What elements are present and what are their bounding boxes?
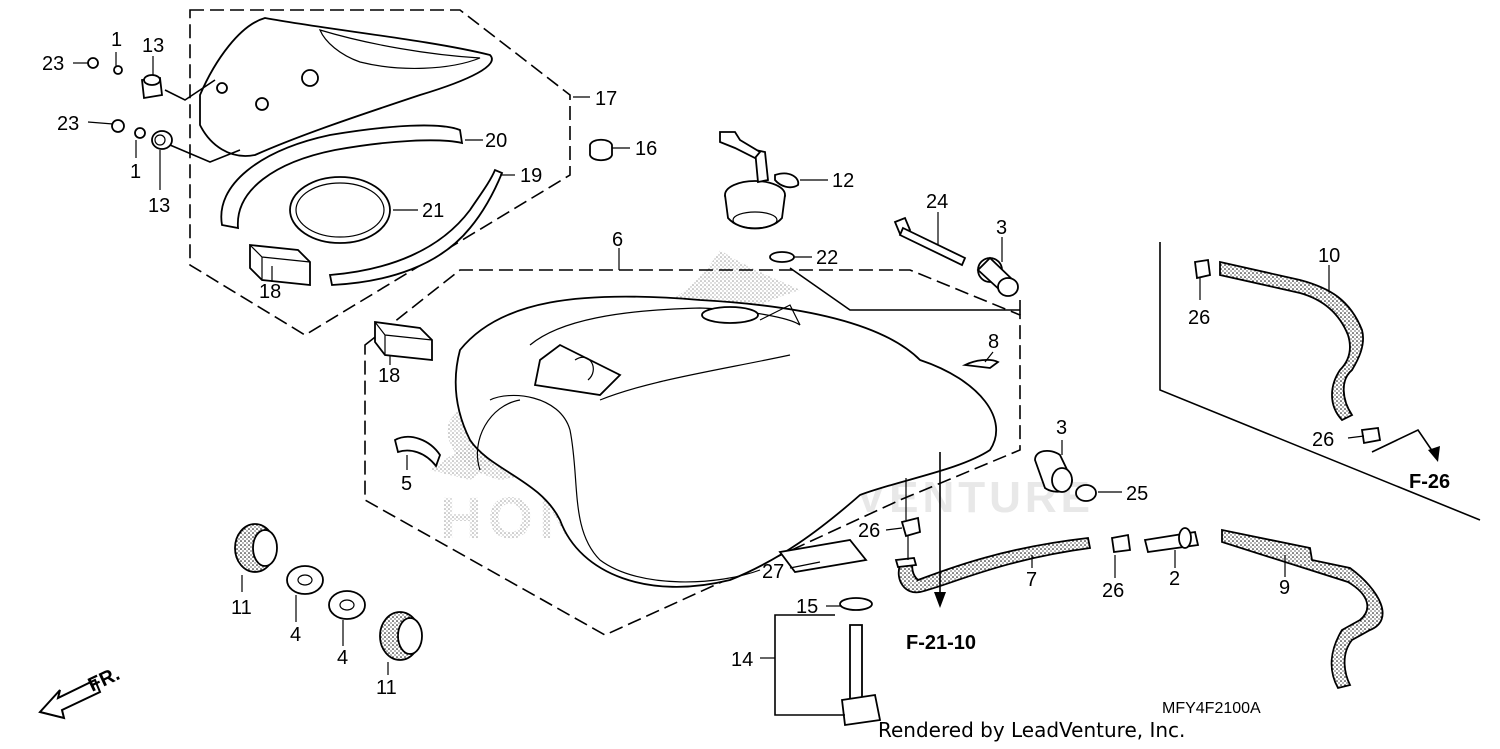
callout-23-bottom: 23 [57,113,79,135]
callout-13-top: 13 [142,35,164,57]
drawing-code: MFY4F2100A [1162,700,1261,717]
callout-5: 5 [401,473,412,495]
callout-22: 22 [816,247,838,269]
part-22 [769,251,795,263]
callout-labels: 23 1 13 23 1 13 17 20 19 21 18 16 12 22 … [42,29,1450,717]
callout-21: 21 [422,200,444,222]
callout-26-box-bottom: 26 [1312,429,1334,451]
callout-18-mid: 18 [378,365,400,387]
callout-10: 10 [1318,245,1340,267]
fuel-tank [364,269,1021,636]
joint-2 [1143,527,1200,554]
callout-11-right: 11 [376,677,397,699]
callout-3-top: 3 [996,217,1007,239]
rubber-mounts [234,523,423,661]
callout-13-bottom: 13 [148,195,170,217]
fuel-cap [719,131,800,230]
callout-14: 14 [731,649,753,671]
callout-1-top: 1 [111,29,122,51]
callout-18-top: 18 [259,281,281,303]
bolt-and-grommet [893,216,1019,297]
fuel-sender [774,597,882,727]
callout-24: 24 [926,191,948,213]
hose-10-group [1159,242,1481,521]
callout-8: 8 [988,331,999,353]
callout-17: 17 [595,88,617,110]
callout-1-bottom: 1 [130,161,141,183]
callout-26-mid: 26 [1102,580,1124,602]
right-grommet [1034,449,1097,502]
callout-4-left: 4 [290,624,301,646]
pads [374,320,442,468]
part-27 [778,539,868,573]
callout-3-bottom: 3 [1056,417,1067,439]
callout-4-right: 4 [337,647,348,669]
clips [900,258,1382,554]
callout-26-box-top: 26 [1188,307,1210,329]
callout-2: 2 [1169,568,1180,590]
callout-20: 20 [485,130,507,152]
hose-9 [1221,528,1384,690]
ref-f-21-10: F-21-10 [906,632,976,654]
hose-7 [894,537,1092,594]
callout-16: 16 [635,138,657,160]
callout-23-top: 23 [42,53,64,75]
mounting-hardware [87,57,241,163]
callout-7: 7 [1026,569,1037,591]
callout-19: 19 [520,165,542,187]
part-8 [961,358,1000,369]
callout-26-left: 26 [858,520,880,542]
callout-12: 12 [832,170,854,192]
callout-11-left: 11 [231,597,252,619]
credit-text: Rendered by LeadVenture, Inc. [878,718,1186,742]
leader-lines [73,52,1440,675]
ref-f-26: F-26 [1409,471,1450,493]
callout-27: 27 [762,561,784,583]
callout-25: 25 [1126,483,1148,505]
front-arrow [38,678,102,720]
callout-6: 6 [612,229,623,251]
callout-9: 9 [1279,577,1290,599]
windscreen-assembly [189,9,613,336]
callout-15: 15 [796,596,818,618]
